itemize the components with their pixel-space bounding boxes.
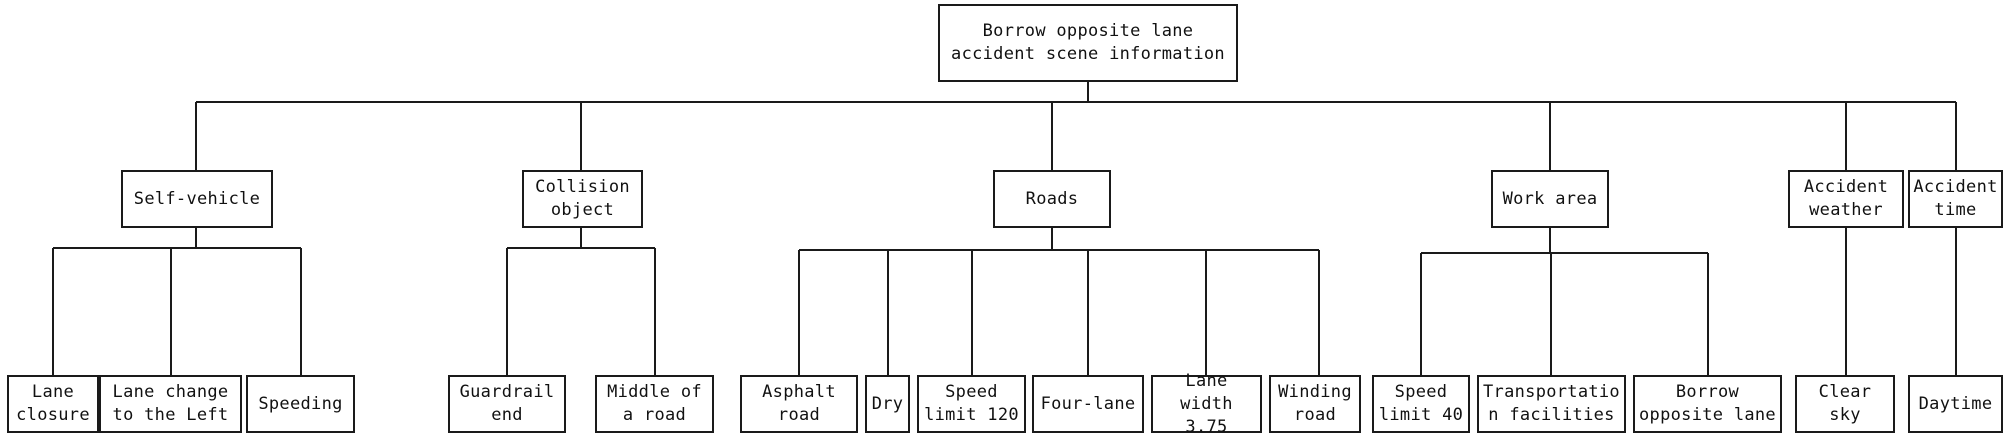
leaf-four-lane-label: Four-lane <box>1040 393 1136 414</box>
leaf-guardrail-end: Guardrail end <box>448 375 566 433</box>
leaf-lane-width: Lane width 3.75 <box>1151 371 1262 437</box>
leaf-guardrail-end-label: Guardrail end <box>459 382 555 425</box>
leaf-transportation-facilities: Transportatio n facilities <box>1477 375 1626 433</box>
leaf-lane-closure-label: Lane closure <box>16 382 90 425</box>
leaf-daytime: Daytime <box>1908 375 2003 433</box>
leaf-speed-limit-40: Speed limit 40 <box>1372 375 1470 433</box>
leaf-four-lane: Four-lane <box>1032 375 1144 433</box>
leaf-speeding: Speeding <box>246 375 355 433</box>
category-accident-time: Accident time <box>1908 170 2003 228</box>
leaf-dry-label: Dry <box>871 393 904 414</box>
category-work-area: Work area <box>1491 170 1609 228</box>
category-work-area-label: Work area <box>1502 188 1598 209</box>
leaf-speed-limit-40-label: Speed limit 40 <box>1378 382 1464 425</box>
leaf-dry: Dry <box>865 375 910 433</box>
leaf-asphalt-road: Asphalt road <box>740 375 858 433</box>
leaf-middle-of-road-label: Middle of a road <box>607 382 702 425</box>
leaf-lane-closure: Lane closure <box>7 375 99 433</box>
leaf-lane-width-label: Lane width 3.75 <box>1180 370 1233 437</box>
category-self-vehicle: Self-vehicle <box>121 170 273 228</box>
category-accident-weather: Accident weather <box>1788 170 1904 228</box>
leaf-lane-change-left-label: Lane change to the Left <box>112 382 229 425</box>
leaf-clear-sky-label: Clear sky <box>1818 382 1872 425</box>
leaf-borrow-opposite-lane: Borrow opposite lane <box>1633 375 1782 433</box>
leaf-speed-limit-120-label: Speed limit 120 <box>924 382 1019 425</box>
leaf-borrow-opposite-lane-label: Borrow opposite lane <box>1639 382 1776 425</box>
category-collision-object: Collision object <box>522 170 643 228</box>
leaf-transportation-facilities-label: Transportatio n facilities <box>1483 382 1620 425</box>
category-self-vehicle-label: Self-vehicle <box>133 188 261 209</box>
leaf-speed-limit-120: Speed limit 120 <box>917 375 1026 433</box>
category-roads-label: Roads <box>1025 188 1079 209</box>
category-accident-time-label: Accident time <box>1913 177 1998 220</box>
leaf-middle-of-road: Middle of a road <box>595 375 714 433</box>
leaf-winding-road-label: Winding road <box>1278 382 1352 425</box>
category-roads: Roads <box>993 170 1111 228</box>
leaf-speeding-label: Speeding <box>258 393 343 414</box>
leaf-clear-sky: Clear sky <box>1795 375 1895 433</box>
root-node: Borrow opposite lane accident scene info… <box>938 4 1238 82</box>
leaf-asphalt-road-label: Asphalt road <box>762 382 836 425</box>
leaf-lane-change-left: Lane change to the Left <box>99 375 242 433</box>
leaf-daytime-label: Daytime <box>1918 393 1993 414</box>
root-node-label: Borrow opposite lane accident scene info… <box>951 21 1225 64</box>
category-accident-weather-label: Accident weather <box>1803 177 1889 220</box>
category-collision-object-label: Collision object <box>535 177 630 220</box>
leaf-winding-road: Winding road <box>1269 375 1361 433</box>
